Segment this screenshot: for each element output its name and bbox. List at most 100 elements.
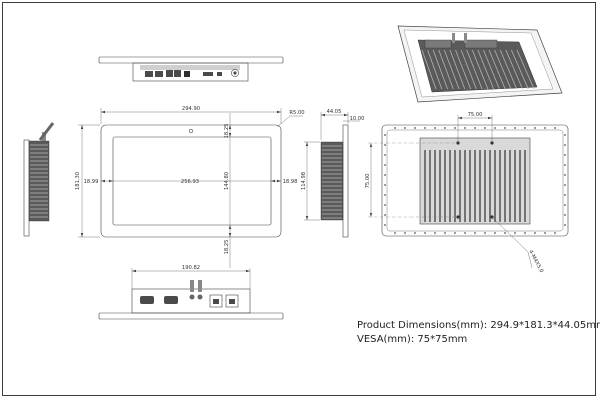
isometric-view (397, 25, 563, 103)
border-bottom-label: 18.25 (224, 240, 230, 255)
rear-hole (514, 127, 516, 129)
top-power-jack-pin (233, 71, 237, 75)
iso-fin (421, 49, 437, 90)
rear-hole (534, 232, 536, 234)
rear-view: 75.00 75.00 4-M4X5.0 (365, 112, 569, 274)
bottom-lan-jack-1 (213, 299, 219, 304)
rear-hole (464, 232, 466, 234)
top-view-strip (140, 65, 240, 70)
rear-hole (434, 232, 436, 234)
rear-hole (534, 127, 536, 129)
overall-height-label: 181.30 (75, 172, 81, 190)
screen-width-label: 256.93 (181, 179, 199, 185)
screw-leader-tail (527, 251, 533, 269)
rear-hole (454, 127, 456, 129)
rear-hole (384, 134, 386, 136)
right-side-view: 44.05 10.00 114.98 (301, 109, 365, 238)
iso-fin (511, 49, 529, 90)
rear-hole (384, 224, 386, 226)
rear-hole (484, 232, 486, 234)
bottom-antenna-1 (190, 280, 194, 292)
bottom-antenna-base-2 (197, 294, 203, 300)
rear-hole (514, 232, 516, 234)
rear-screw-3 (456, 215, 460, 219)
rear-frame (381, 124, 569, 237)
border-left-label: 18.99 (84, 179, 99, 185)
screw-spec-label: 4-M4X5.0 (527, 249, 544, 274)
right-side-heatsink (320, 141, 344, 221)
rear-hole (484, 127, 486, 129)
rear-hole (384, 184, 386, 186)
bezel-depth-label: 10.00 (350, 116, 365, 122)
bottom-width-label: 190.82 (182, 265, 200, 271)
vesa-vertical-label: 75.00 (365, 174, 371, 189)
rear-inner-frame (386, 129, 564, 232)
iso-fin (438, 49, 454, 90)
top-port-usb (217, 72, 222, 76)
rear-hole (554, 127, 556, 129)
rear-hole (564, 134, 566, 136)
border-top-label: 18.25 (224, 124, 230, 139)
iso-fin (516, 49, 535, 90)
rear-hole (564, 154, 566, 156)
right-side-bezel (342, 124, 349, 238)
front-camera (188, 128, 194, 134)
rear-hole (544, 127, 546, 129)
rear-hole (384, 154, 386, 156)
iso-fin (432, 49, 448, 90)
rear-hole (564, 164, 566, 166)
bottom-lan-port-1 (209, 294, 223, 308)
front-view: 294.90 181.30 18.99 256.93 18.98 18.25 1… (75, 106, 305, 268)
iso-fin (477, 49, 495, 90)
iso-fin (505, 49, 523, 90)
rear-hole (544, 232, 546, 234)
rear-hole (554, 232, 556, 234)
iso-fin (483, 49, 500, 90)
top-port-1 (145, 71, 153, 77)
rear-hole (424, 232, 426, 234)
left-side-view (23, 122, 55, 237)
rear-hole (564, 174, 566, 176)
rear-hole (564, 184, 566, 186)
rear-hole (504, 232, 506, 234)
iso-fin (471, 49, 489, 90)
rear-hole (384, 194, 386, 196)
radius-leader (276, 115, 291, 128)
vesa-note: VESA(mm): 75*75mm (357, 334, 467, 345)
screen-height-label: 144.80 (224, 172, 230, 190)
depth-label: 44.05 (327, 109, 342, 115)
screw-leader (491, 216, 529, 253)
iso-fin (488, 49, 506, 90)
vesa-h-arrows (458, 116, 492, 120)
side-height-label: 114.98 (301, 172, 307, 190)
iso-fin (466, 49, 483, 90)
rear-heatsink-fins (424, 150, 526, 222)
top-port-5 (184, 71, 190, 77)
iso-fin (460, 49, 477, 90)
bottom-lan-port-2 (225, 294, 239, 308)
corner-radius-label: R5.00 (289, 110, 304, 116)
rear-hole (384, 174, 386, 176)
top-power-jack (231, 69, 239, 77)
rear-hole (444, 127, 446, 129)
left-side-antenna (38, 122, 55, 141)
rear-hole (564, 204, 566, 206)
rear-hole (524, 232, 526, 234)
product-dimensions-note: Product Dimensions(mm): 294.9*181.3*44.0… (357, 320, 600, 331)
top-port-4 (174, 70, 181, 77)
iso-antenna-2 (464, 33, 467, 43)
iso-fin (455, 49, 471, 90)
rear-hole (474, 127, 476, 129)
rear-hole (524, 127, 526, 129)
top-port-hdmi (203, 72, 213, 76)
bottom-serial-port-1 (140, 296, 154, 304)
overall-width-label: 294.90 (182, 106, 200, 112)
iso-fin (443, 49, 460, 90)
rear-hole (384, 144, 386, 146)
iso-fin (449, 49, 466, 90)
bottom-view: 190.82 (98, 265, 284, 320)
rear-hole (384, 204, 386, 206)
border-right-label: 18.98 (283, 179, 298, 185)
rear-hole (454, 232, 456, 234)
iso-fin (494, 49, 512, 90)
